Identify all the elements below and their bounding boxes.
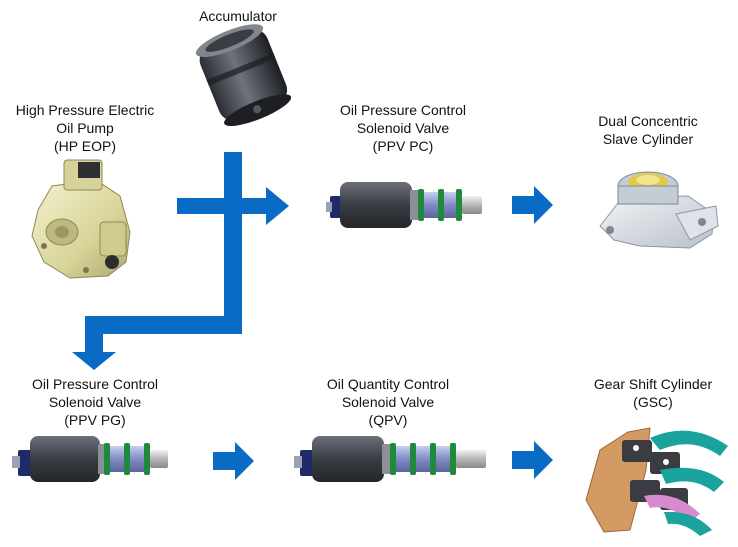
hp-eop-label-line-1: High Pressure Electric [15,102,155,118]
flow-arrows [72,152,553,480]
gsc-label-line-1: Gear Shift Cylinder [593,376,713,392]
accumulator-label: Accumulator [178,7,298,25]
accumulator-feed-arrow [72,152,242,370]
ppv-pc-to-slave-arrow [512,186,553,224]
gsc-label: Gear Shift Cylinder (GSC) [568,375,738,411]
ppv-pg-label-line-2: Solenoid Valve [48,394,142,410]
gsc-image [585,427,728,536]
slave-cylinder-label-line-1: Dual Concentric [598,113,698,129]
hp-eop-label-line-3: (HP EOP) [54,138,116,154]
ppv-pg-label: Oil Pressure Control Solenoid Valve (PPV… [10,375,180,429]
qpv-label-line-3: (QPV) [368,412,408,428]
accumulator-label-text: Accumulator [199,8,277,24]
qpv-image [294,436,486,482]
hp-eop-label: High Pressure Electric Oil Pump (HP EOP) [0,101,170,155]
ppv-pc-label-line-2: Solenoid Valve [356,120,450,136]
ppv-pc-label: Oil Pressure Control Solenoid Valve (PPV… [318,101,488,155]
qpv-label-line-1: Oil Quantity Control [326,376,450,392]
ppv-pg-to-qpv-arrow [213,442,254,480]
ppv-pg-label-line-1: Oil Pressure Control [31,376,159,392]
slave-cylinder-image [599,171,719,249]
ppv-pg-label-line-3: (PPV PG) [64,412,126,428]
qpv-label: Oil Quantity Control Solenoid Valve (QPV… [303,375,473,429]
qpv-label-line-2: Solenoid Valve [341,394,435,410]
hp-eop-label-line-2: Oil Pump [56,120,114,136]
ppv-pg-image [12,436,168,482]
hp-eop-image [31,159,131,279]
qpv-to-gsc-arrow [512,441,553,479]
slave-cylinder-label: Dual Concentric Slave Cylinder [573,112,723,148]
pump-to-ppv-pc-arrow [177,187,289,225]
accumulator-image [195,24,292,127]
slave-cylinder-label-line-2: Slave Cylinder [602,131,694,147]
ppv-pc-label-line-3: (PPV PC) [372,138,434,154]
gsc-label-line-2: (GSC) [633,394,673,410]
ppv-pc-label-line-1: Oil Pressure Control [339,102,467,118]
ppv-pc-image [326,182,482,228]
